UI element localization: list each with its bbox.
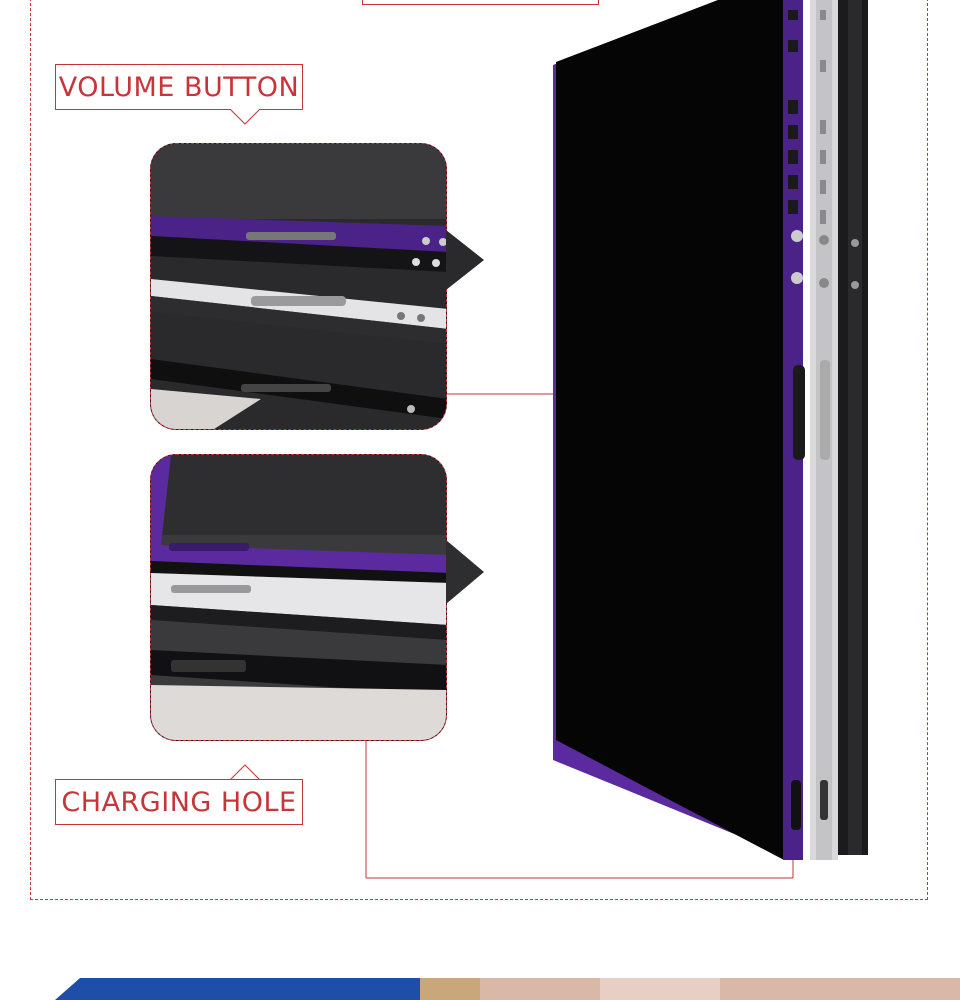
volume-closeup-photo	[150, 143, 447, 430]
charging-closeup-photo	[150, 454, 447, 741]
volume-button-label: VOLUME BUTTON	[55, 64, 303, 110]
pointer-up-icon	[230, 764, 260, 780]
top-tab	[362, 0, 599, 5]
panel1-arrow-icon	[446, 230, 484, 290]
next-section-photo	[55, 978, 960, 1000]
charging-closeup-image	[151, 455, 446, 740]
phones-side-photo	[553, 0, 868, 860]
panel2-arrow-icon	[446, 540, 484, 604]
charging-hole-label: CHARGING HOLE	[55, 779, 303, 825]
volume-closeup-image	[151, 144, 446, 429]
dashed-frame	[30, 0, 928, 900]
pointer-down-icon	[230, 109, 260, 125]
